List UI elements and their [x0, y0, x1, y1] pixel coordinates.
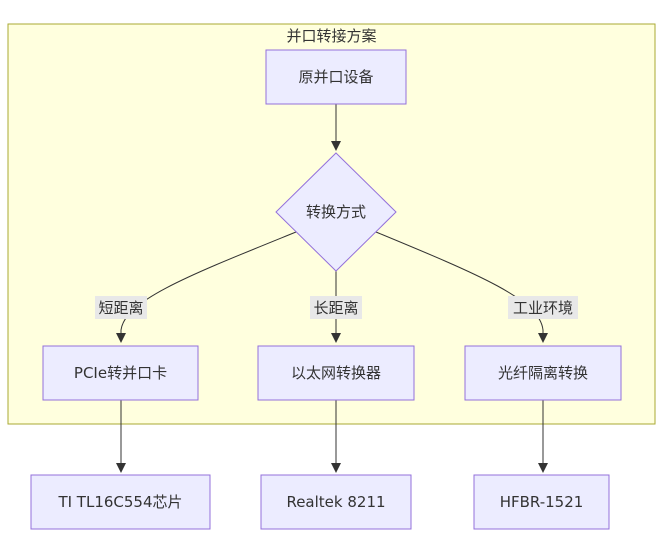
node-source-device-label: 原并口设备: [298, 68, 373, 86]
node-source-device[interactable]: 原并口设备: [265, 49, 407, 105]
edge-label-industrial: 工业环境: [508, 296, 578, 319]
node-realtek-label: Realtek 8211: [286, 493, 385, 511]
edge-label-short-distance-text: 短距离: [98, 299, 143, 317]
nodes: 原并口设备 转换方式 PCIe转并口卡 以太网转换器 光纤隔离转换 TI TL1…: [30, 49, 622, 530]
edge-label-short-distance: 短距离: [95, 296, 147, 319]
node-hfbr-label: HFBR-1521: [500, 493, 584, 511]
group-title: 并口转接方案: [286, 27, 376, 45]
edge-decision-to-pcie: [116, 231, 297, 343]
edge-labels: 短距离 长距离 工业环境: [95, 296, 578, 319]
node-decision[interactable]: 转换方式: [275, 152, 397, 272]
node-pcie-card[interactable]: PCIe转并口卡: [42, 345, 199, 401]
node-ti-chip-label: TI TL16C554芯片: [57, 493, 182, 511]
node-fiber-isolation-label: 光纤隔离转换: [498, 364, 588, 382]
node-realtek[interactable]: Realtek 8211: [260, 474, 412, 530]
node-hfbr[interactable]: HFBR-1521: [473, 474, 610, 530]
node-ti-chip[interactable]: TI TL16C554芯片: [30, 474, 211, 530]
node-ethernet-converter-label: 以太网转换器: [291, 364, 381, 382]
node-pcie-card-label: PCIe转并口卡: [74, 364, 167, 382]
node-ethernet-converter[interactable]: 以太网转换器: [257, 345, 415, 401]
node-fiber-isolation[interactable]: 光纤隔离转换: [464, 345, 622, 401]
edge-decision-to-fiber: [375, 231, 548, 343]
node-decision-label: 转换方式: [306, 203, 366, 221]
edge-label-long-distance-text: 长距离: [313, 299, 358, 317]
edge-label-long-distance: 长距离: [310, 296, 362, 319]
edge-label-industrial-text: 工业环境: [513, 299, 573, 317]
